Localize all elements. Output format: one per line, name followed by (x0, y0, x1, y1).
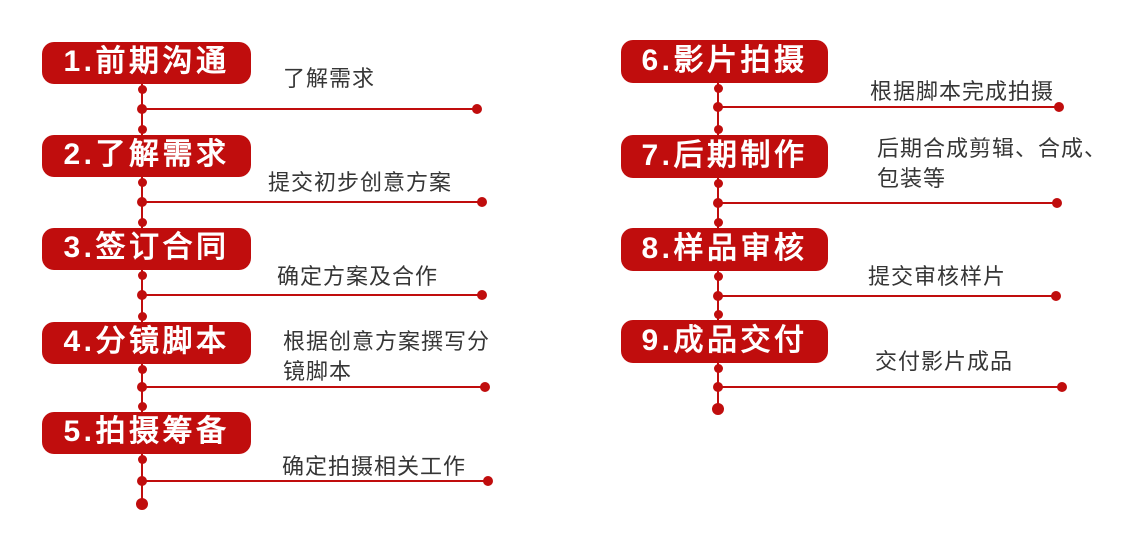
connector-start-dot (137, 84, 147, 94)
connector-vertical-line (716, 176, 720, 230)
step-description: 交付影片成品 (875, 349, 1014, 374)
connector-start-dot (713, 83, 723, 93)
connector-start-dot (137, 454, 147, 464)
step-badge: 2.了解需求 (42, 135, 251, 177)
branch-end-dot (1051, 291, 1061, 301)
branch-end-dot (477, 197, 487, 207)
branch-end-dot (480, 382, 490, 392)
branch-horizontal-line (718, 294, 1056, 298)
branch-horizontal-line (718, 201, 1057, 205)
step-badge: 1.前期沟通 (42, 42, 251, 84)
connector-bottom-dot (713, 217, 723, 227)
branch-junction-dot (137, 104, 147, 114)
branch-junction-dot (137, 382, 147, 392)
step-label: 1.前期沟通 (63, 45, 230, 78)
branch-horizontal-line (718, 385, 1062, 389)
connector-vertical-line (140, 362, 144, 414)
connector-vertical-line (716, 361, 720, 409)
connector-vertical-line (140, 268, 144, 324)
branch-end-dot (472, 104, 482, 114)
branch-horizontal-line (142, 107, 477, 111)
connector-bottom-dot (137, 311, 147, 321)
connector-bottom-dot (137, 217, 147, 227)
branch-junction-dot (137, 197, 147, 207)
connector-start-dot (713, 363, 723, 373)
step-description: 根据脚本完成拍摄 (870, 79, 1055, 104)
connector-start-dot (713, 178, 723, 188)
connector-bottom-dot (136, 498, 148, 510)
branch-end-dot (1054, 102, 1064, 112)
step-badge: 6.影片拍摄 (621, 40, 828, 83)
branch-junction-dot (713, 291, 723, 301)
branch-end-dot (477, 290, 487, 300)
step-description: 根据创意方案撰写分镜脚本 (283, 329, 491, 384)
branch-junction-dot (137, 290, 147, 300)
branch-end-dot (1052, 198, 1062, 208)
step-label: 8.样品审核 (641, 231, 808, 265)
branch-junction-dot (713, 382, 723, 392)
step-label: 3.签订合同 (63, 231, 230, 264)
step-label: 5.拍摄筹备 (63, 415, 230, 448)
step-badge: 3.签订合同 (42, 228, 251, 270)
step-label: 6.影片拍摄 (641, 43, 808, 77)
connector-vertical-line (140, 82, 144, 137)
branch-horizontal-line (718, 105, 1059, 109)
branch-junction-dot (713, 198, 723, 208)
step-label: 7.后期制作 (641, 138, 808, 172)
connector-vertical-line (716, 81, 720, 137)
step-badge: 9.成品交付 (621, 320, 828, 363)
branch-horizontal-line (142, 479, 488, 483)
branch-end-dot (1057, 382, 1067, 392)
branch-end-dot (483, 476, 493, 486)
connector-start-dot (137, 177, 147, 187)
step-label: 9.成品交付 (641, 323, 808, 357)
connector-bottom-dot (713, 309, 723, 319)
step-description: 提交审核样片 (868, 264, 1007, 289)
step-description: 后期合成剪辑、合成、包装等 (877, 136, 1108, 191)
branch-horizontal-line (142, 385, 485, 389)
connector-start-dot (137, 270, 147, 280)
connector-start-dot (137, 364, 147, 374)
step-badge: 8.样品审核 (621, 228, 828, 271)
connector-vertical-line (716, 269, 720, 322)
connector-bottom-dot (137, 124, 147, 134)
connector-start-dot (713, 271, 723, 281)
branch-junction-dot (137, 476, 147, 486)
connector-bottom-dot (713, 124, 723, 134)
step-label: 2.了解需求 (63, 138, 230, 171)
step-description: 提交初步创意方案 (268, 170, 453, 195)
connector-vertical-line (140, 175, 144, 230)
branch-horizontal-line (142, 293, 482, 297)
step-description: 确定方案及合作 (277, 264, 439, 289)
branch-junction-dot (713, 102, 723, 112)
step-label: 4.分镜脚本 (63, 325, 230, 358)
connector-vertical-line (140, 452, 144, 504)
step-badge: 4.分镜脚本 (42, 322, 251, 364)
step-badge: 7.后期制作 (621, 135, 828, 178)
branch-horizontal-line (142, 200, 482, 204)
connector-bottom-dot (712, 403, 724, 415)
step-description: 了解需求 (283, 66, 376, 91)
connector-bottom-dot (137, 401, 147, 411)
step-badge: 5.拍摄筹备 (42, 412, 251, 454)
step-description: 确定拍摄相关工作 (282, 454, 467, 479)
